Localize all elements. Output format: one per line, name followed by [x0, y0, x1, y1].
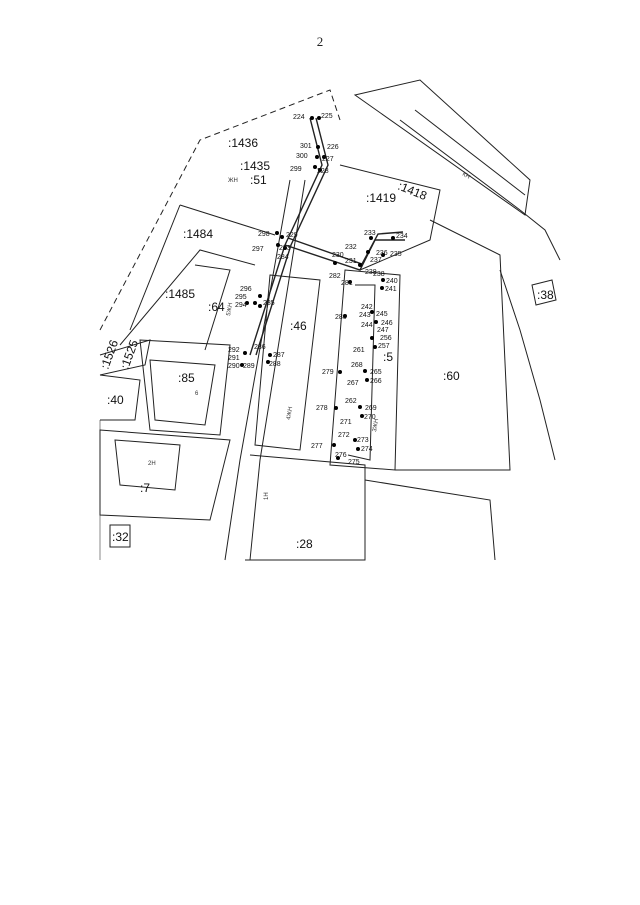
- point-239: 239: [365, 269, 377, 276]
- parcel-40: :40: [107, 393, 124, 407]
- point-267: 267: [347, 380, 359, 387]
- point-281: 281: [341, 280, 353, 287]
- parcel-46: :46: [290, 319, 307, 333]
- point-230: 230: [332, 252, 344, 259]
- point-237: 237: [370, 257, 382, 264]
- point-279: 279: [322, 369, 334, 376]
- building-label-kn: КН: [461, 172, 471, 181]
- building-label-5zhn: 5ЖН: [226, 302, 234, 316]
- point-229: 229: [286, 232, 298, 239]
- point-292: 292: [228, 347, 240, 354]
- point-287: 287: [273, 352, 285, 359]
- point-247: 247: [377, 327, 389, 334]
- parcel-60: :60: [443, 369, 460, 383]
- point-298: 298: [258, 231, 270, 238]
- point-297: 297: [252, 246, 264, 253]
- point-245: 245: [376, 311, 388, 318]
- parcel-1418: :1418: [396, 179, 429, 203]
- point-240: 240: [386, 278, 398, 285]
- parcel-64: :64: [208, 300, 225, 314]
- parcel-38: :38: [537, 288, 554, 302]
- point-242: 242: [361, 304, 373, 311]
- point-296: 296: [240, 286, 252, 293]
- point-269: 269: [365, 405, 377, 412]
- point-299: 299: [290, 166, 302, 173]
- point-280: 280: [335, 314, 347, 321]
- point-243: 243: [359, 312, 371, 319]
- point-226: 226: [327, 144, 339, 151]
- point-236: 236: [376, 250, 388, 257]
- road: [224, 179, 291, 561]
- point-241: 241: [385, 286, 397, 293]
- dashed-boundary: [99, 89, 341, 331]
- point-225: 225: [321, 113, 333, 120]
- parcel-85: :85: [178, 371, 195, 385]
- parcel-1436: :1436: [228, 136, 258, 150]
- building-label-2n: 2Н: [148, 461, 156, 467]
- point-256: 256: [380, 335, 392, 342]
- parcel-51: :51: [250, 173, 267, 187]
- point-270: 270: [364, 414, 376, 421]
- parcel-1419: :1419: [366, 191, 396, 205]
- page-number: 2: [316, 34, 324, 49]
- point-300: 300: [296, 153, 308, 160]
- building-label-3zhn: 3ЖН: [372, 418, 380, 432]
- parcel-32: :32: [112, 530, 129, 544]
- point-274: 274: [361, 446, 373, 453]
- point-278: 278: [316, 405, 328, 412]
- point-275: 275: [348, 459, 360, 466]
- point-285: 285: [263, 300, 275, 307]
- building-label-4zhn: 4ЖН: [286, 406, 294, 420]
- point-295: 295: [235, 294, 247, 301]
- point-232: 232: [345, 244, 357, 251]
- point-246: 246: [381, 320, 393, 327]
- point-273: 273: [357, 437, 369, 444]
- parcel-5: :5: [383, 350, 393, 364]
- point-266: 266: [370, 378, 382, 385]
- railway-block: [353, 79, 531, 216]
- point-290: 290: [228, 363, 240, 370]
- building-label-zhn: ЖН: [228, 178, 238, 184]
- point-261: 261: [353, 347, 365, 354]
- building-label-6: 6: [195, 391, 199, 397]
- parcel-1485: :1485: [165, 287, 195, 301]
- point-294: 294: [235, 302, 247, 309]
- point-228: 228: [317, 168, 329, 175]
- point-283: 283: [279, 245, 291, 252]
- point-286: 286: [254, 344, 266, 351]
- point-227: 227: [322, 156, 334, 163]
- point-244: 244: [361, 322, 373, 329]
- point-234: 234: [396, 233, 408, 240]
- point-265: 265: [370, 369, 382, 376]
- parcel-1525: :1525: [118, 338, 142, 371]
- point-272: 272: [338, 432, 350, 439]
- building-label-1n: 1Н: [264, 492, 270, 500]
- point-233: 233: [364, 230, 376, 237]
- parcel-1435: :1435: [240, 159, 270, 173]
- point-276: 276: [335, 452, 347, 459]
- point-277: 277: [311, 443, 323, 450]
- point-301: 301: [300, 143, 312, 150]
- parcel-1484: :1484: [183, 227, 213, 241]
- point-271: 271: [340, 419, 352, 426]
- point-282: 282: [329, 273, 341, 280]
- point-268: 268: [351, 362, 363, 369]
- point-235: 235: [390, 251, 402, 258]
- point-288: 288: [269, 361, 281, 368]
- point-291: 291: [228, 355, 240, 362]
- point-231: 231: [345, 258, 357, 265]
- point-224: 224: [293, 114, 305, 121]
- point-238: 238: [373, 271, 385, 278]
- point-262: 262: [345, 398, 357, 405]
- parcel-7: :7: [140, 481, 150, 495]
- parcel-28: :28: [296, 537, 313, 551]
- point-257: 257: [378, 343, 390, 350]
- point-284: 284: [277, 254, 289, 261]
- point-289: 289: [243, 363, 255, 370]
